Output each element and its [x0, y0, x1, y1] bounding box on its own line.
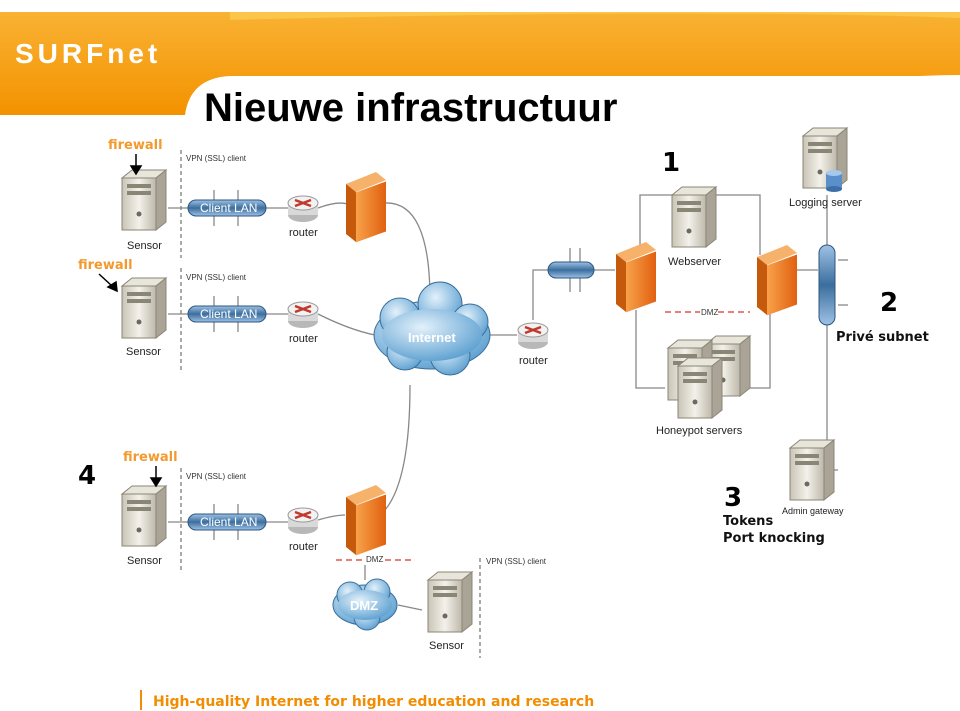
sensor-label-4: Sensor [127, 555, 162, 567]
annotation-1: 1 [662, 148, 681, 178]
firewall-label-1: firewall [108, 138, 163, 153]
internet-cloud [373, 281, 491, 376]
annotation-2-text: Privé subnet [836, 330, 929, 345]
router-2-icon [286, 300, 320, 330]
sensor-label-2: Sensor [126, 346, 161, 358]
annotation-2: 2 [880, 288, 899, 318]
sensor-label-1: Sensor [127, 240, 162, 252]
router-label-2: router [289, 333, 318, 345]
lan-tube-4 [187, 513, 267, 531]
vpn-label-4: VPN (SSL) client [186, 472, 247, 481]
dmz-link-label: DMZ [366, 555, 384, 564]
firewall-label-2: firewall [78, 258, 133, 273]
private-subnet-bus [818, 244, 836, 326]
dmz-cloud [332, 578, 398, 631]
annotation-3-line2: Port knocking [723, 531, 825, 546]
firewall-4-icon [346, 485, 386, 556]
database-icon [826, 170, 842, 192]
admin-gateway-label: Admin gateway [782, 506, 844, 516]
admin-gateway-server [789, 439, 835, 501]
center-router-label: router [519, 355, 548, 367]
dmz-cloud-label: DMZ [350, 598, 379, 613]
lan-label-2: Client LAN [200, 307, 258, 321]
internet-label: Internet [408, 330, 456, 345]
router-label-4: router [289, 541, 318, 553]
datacenter-firewall-right-icon [757, 245, 797, 316]
firewall-label-4: firewall [123, 450, 178, 465]
webserver-label: Webserver [668, 256, 721, 268]
lan-label-1: Client LAN [200, 201, 258, 215]
center-router-icon [516, 321, 550, 351]
router-1-icon [286, 194, 320, 224]
sensor-4-server [121, 485, 167, 547]
vpn-label-2: VPN (SSL) client [186, 273, 247, 282]
surfnet-logo: SURFnet [15, 38, 162, 69]
logging-server-label: Logging server [789, 197, 862, 209]
annotation-3: 3 [724, 483, 743, 513]
footer-divider [140, 690, 142, 710]
annotation-4: 4 [78, 461, 97, 491]
lan-tube-1 [187, 199, 267, 217]
header-banner [0, 12, 960, 115]
lan-label-4: Client LAN [200, 515, 258, 529]
router-label-1: router [289, 227, 318, 239]
slide-title: Nieuwe infrastructuur [204, 86, 618, 130]
datacenter-dmz-label: DMZ [701, 308, 719, 317]
webserver [671, 186, 717, 248]
annotation-3-line1: Tokens [723, 514, 774, 529]
center-lan-tube [547, 261, 595, 279]
lan-tube-2 [187, 305, 267, 323]
honeypot-server-2 [677, 357, 723, 419]
firewall-1-icon [346, 172, 386, 243]
sensor-1-server [121, 169, 167, 231]
remote-sensor-server [427, 571, 473, 633]
vpn-label-1: VPN (SSL) client [186, 154, 247, 163]
sensor-2-server [121, 277, 167, 339]
datacenter-firewall-left-icon [616, 242, 656, 313]
remote-sensor-label: Sensor [429, 640, 464, 652]
honeypot-label: Honeypot servers [656, 425, 743, 437]
router-4-icon [286, 506, 320, 536]
remote-vpn-label: VPN (SSL) client [486, 557, 547, 566]
footer-tagline: High-quality Internet for higher educati… [153, 694, 595, 710]
